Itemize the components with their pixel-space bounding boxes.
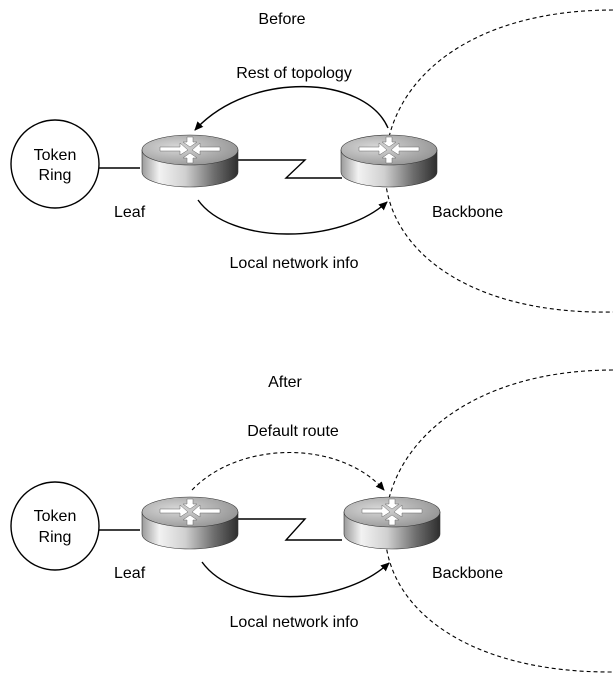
before-title: Before (258, 11, 305, 28)
rest-of-topology-arrow (194, 85, 389, 131)
local-network-info-label: Local network info (230, 255, 359, 272)
after-section: After Token Ring Default route Local net… (10, 369, 613, 673)
rest-of-topology-label: Rest of topology (236, 65, 352, 82)
backbone-label: Backbone (432, 565, 503, 582)
token-ring-label-line1: Token (34, 147, 77, 164)
leaf-router-icon (141, 134, 239, 188)
after-title: After (268, 374, 302, 391)
leaf-router-icon (141, 496, 239, 550)
backbone-label: Backbone (432, 204, 503, 221)
serial-link (238, 159, 342, 179)
default-route-label: Default route (247, 423, 339, 440)
token-ring: Token Ring (10, 481, 100, 571)
token-ring-label-line1: Token (34, 508, 77, 525)
local-network-info-arrow (197, 199, 388, 235)
token-ring: Token Ring (10, 119, 100, 209)
serial-link (238, 518, 342, 541)
default-route-arrow (191, 451, 385, 491)
token-ring-label-line2: Ring (39, 167, 72, 184)
token-ring-label-line2: Ring (39, 529, 72, 546)
before-section: Before Token Ring Rest of topology Local… (10, 9, 613, 313)
leaf-label: Leaf (114, 565, 146, 582)
backbone-router-icon (343, 496, 441, 550)
leaf-label: Leaf (114, 204, 146, 221)
local-network-info-arrow (201, 561, 390, 598)
backbone-router-icon (340, 134, 438, 188)
local-network-info-label: Local network info (230, 614, 359, 631)
